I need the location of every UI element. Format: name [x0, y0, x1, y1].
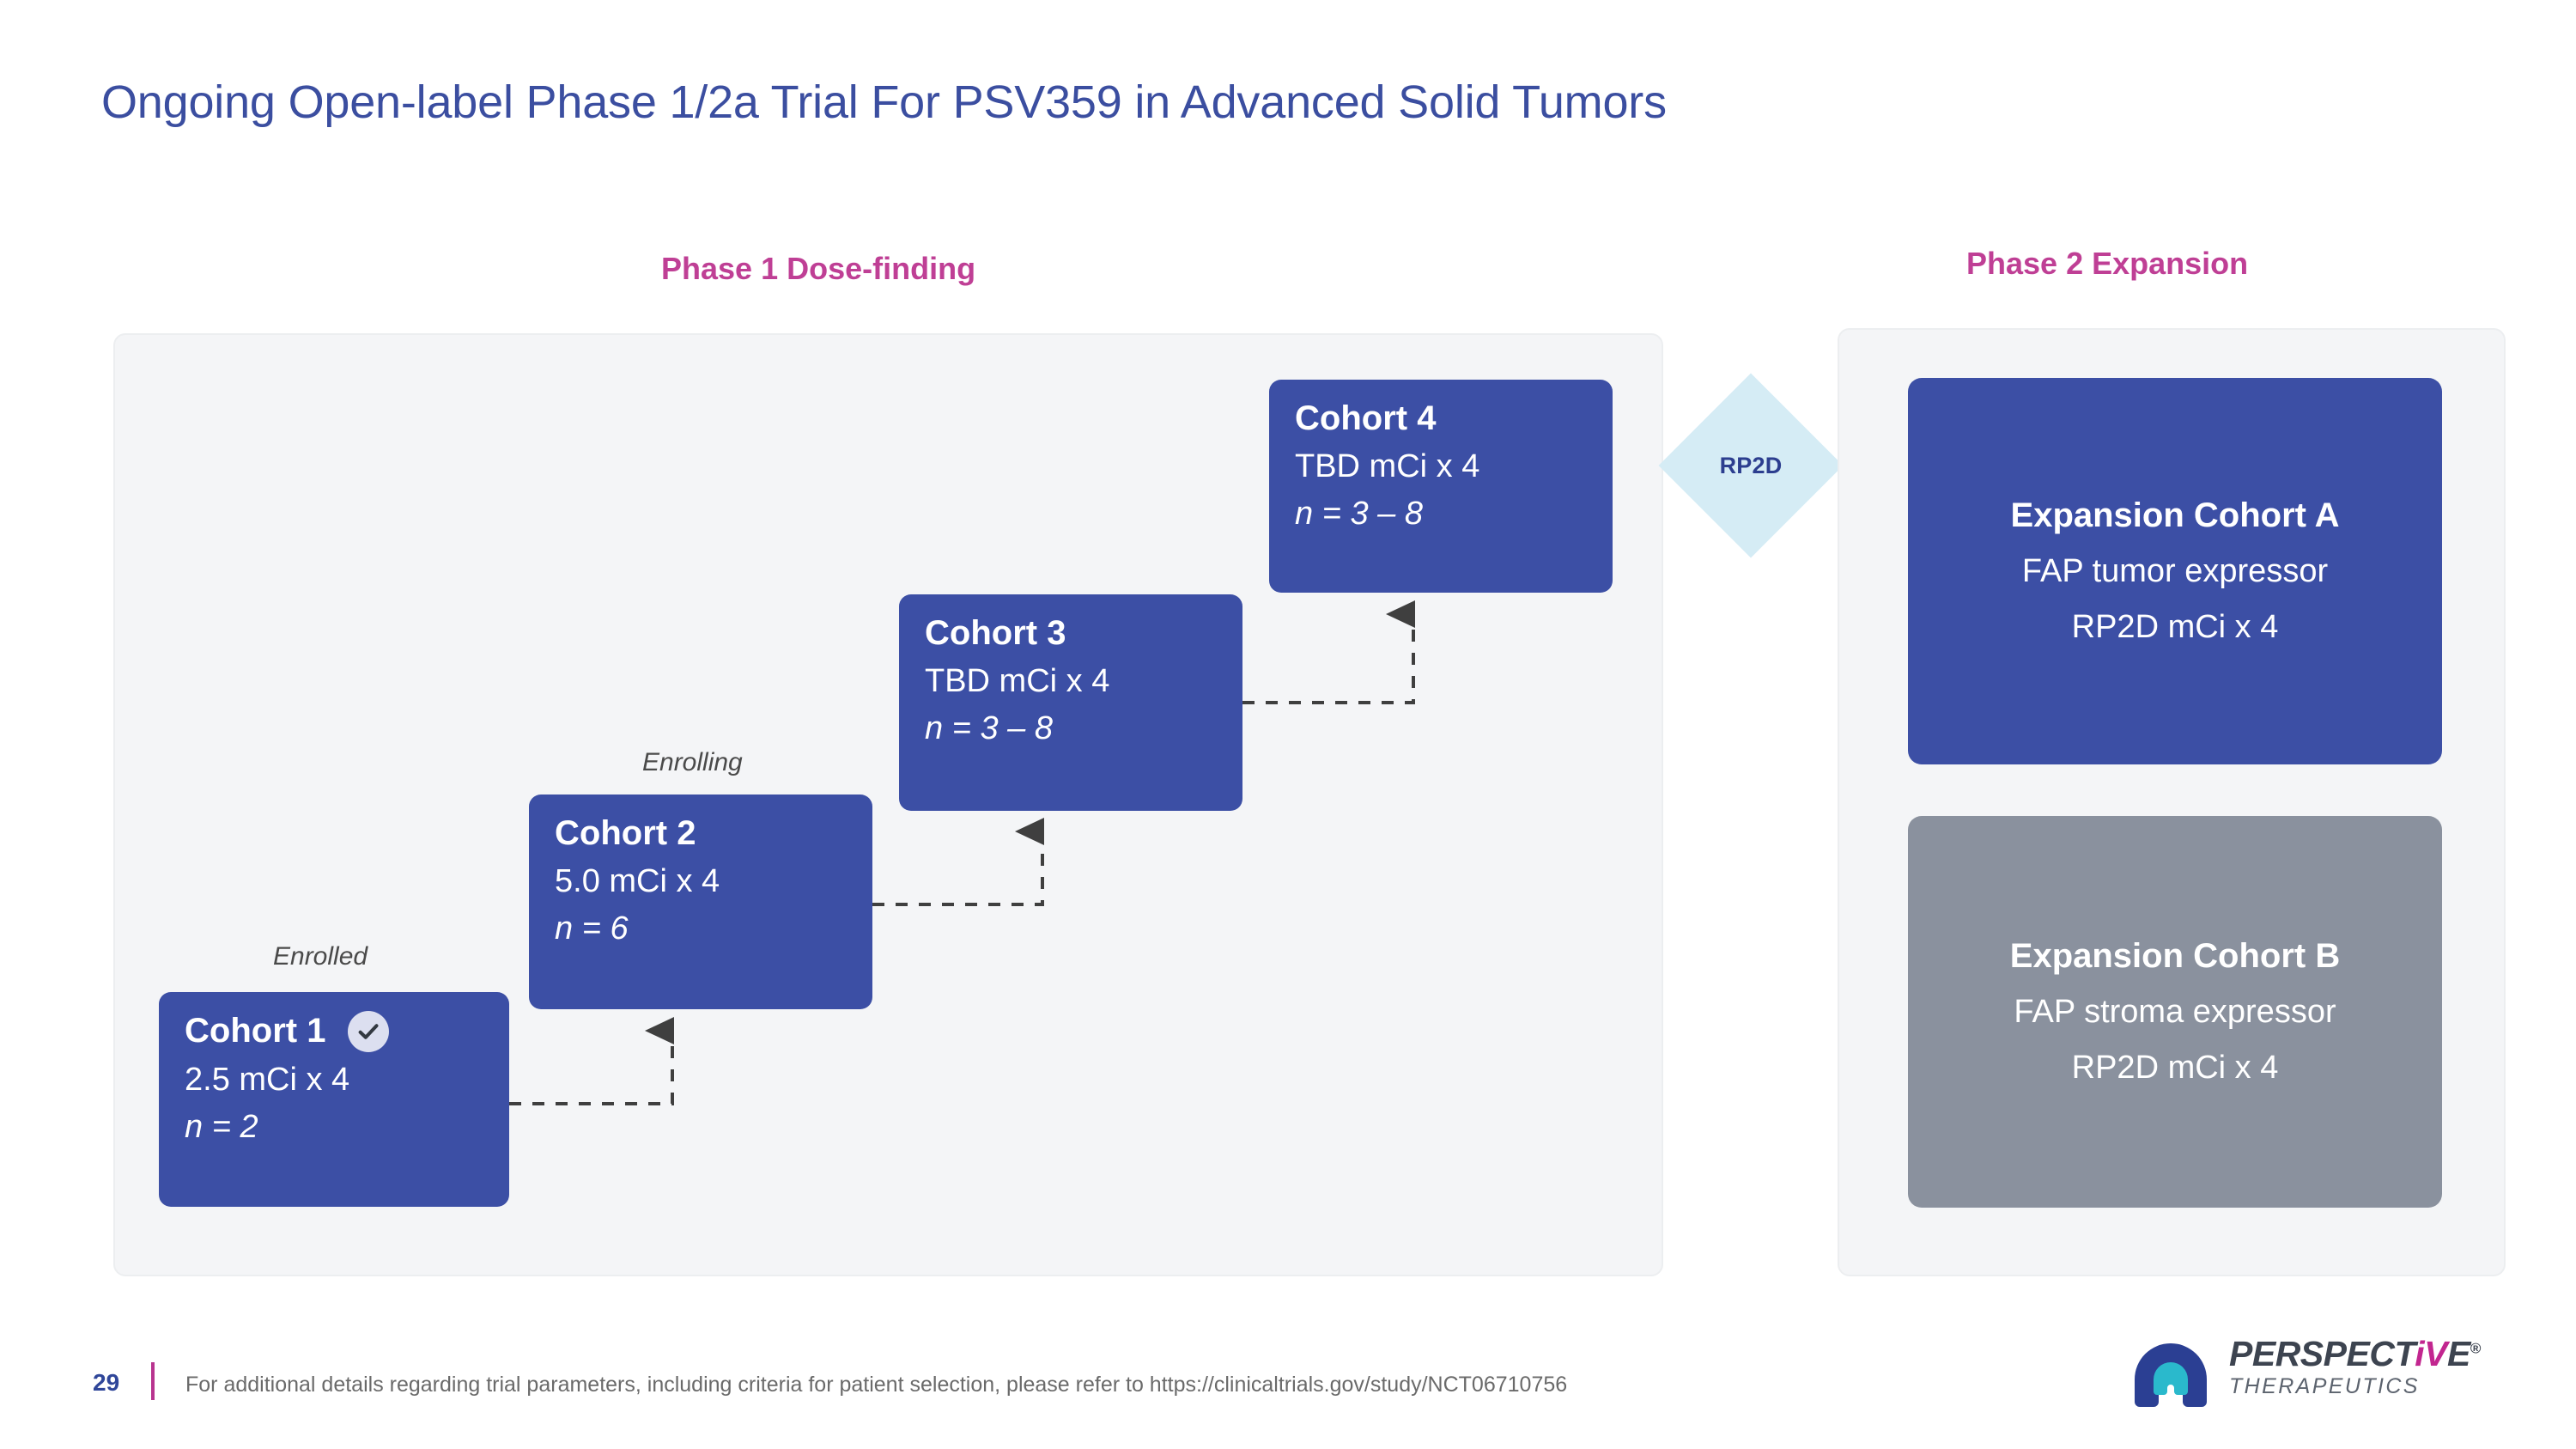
cohort-4-title: Cohort 4	[1295, 399, 1437, 437]
cohort-box-2[interactable]: Cohort 2 5.0 mCi x 4 n = 6	[529, 795, 872, 1009]
cohort-box-1[interactable]: Cohort 1 2.5 mCi x 4 n = 2	[159, 992, 509, 1207]
status-label-cohort-2: Enrolling	[642, 748, 743, 776]
cohort-1-title: Cohort 1	[185, 1012, 326, 1050]
page-title: Ongoing Open-label Phase 1/2a Trial For …	[101, 76, 1667, 128]
rp2d-gate-diamond: RP2D	[1658, 373, 1844, 558]
logo-name-part2: E	[2447, 1334, 2470, 1373]
expansion-a-title: Expansion Cohort A	[2010, 496, 2340, 534]
logo-name-part1: PERSPECT	[2229, 1334, 2415, 1373]
expansion-b-title: Expansion Cohort B	[2009, 936, 2341, 975]
check-circle-icon	[348, 1011, 390, 1052]
expansion-b-line-1: FAP stroma expressor	[2014, 993, 2336, 1030]
cohort-box-4[interactable]: Cohort 4 TBD mCi x 4 n = 3 – 8	[1269, 380, 1613, 593]
perspective-logo-mark	[2135, 1343, 2207, 1407]
page-number: 29	[93, 1369, 120, 1396]
cohort-box-3[interactable]: Cohort 3 TBD mCi x 4 n = 3 – 8	[899, 594, 1242, 811]
cohort-3-dose: TBD mCi x 4	[925, 663, 1110, 700]
registered-trademark-icon: ®	[2470, 1340, 2482, 1357]
cohort-4-dose: TBD mCi x 4	[1295, 448, 1480, 485]
footer-divider	[151, 1362, 155, 1400]
cohort-1-dose: 2.5 mCi x 4	[185, 1062, 350, 1098]
rp2d-label: RP2D	[1719, 452, 1783, 478]
logo-wordmark: PERSPECTiVE® THERAPEUTICS	[2229, 1336, 2481, 1399]
cohort-2-dose: 5.0 mCi x 4	[555, 863, 720, 900]
phase-2-header: Phase 2 Expansion	[1966, 246, 2249, 281]
company-logo: PERSPECTiVE® THERAPEUTICS	[2128, 1336, 2506, 1422]
logo-subtitle: THERAPEUTICS	[2229, 1373, 2420, 1398]
cohort-4-sample-size: n = 3 – 8	[1295, 495, 1423, 532]
cohort-3-title: Cohort 3	[925, 614, 1066, 652]
status-label-cohort-1: Enrolled	[273, 942, 368, 971]
logo-name-accent: iV	[2415, 1334, 2448, 1373]
cohort-2-title: Cohort 2	[555, 814, 696, 852]
expansion-cohort-b-box[interactable]: Expansion Cohort B FAP stroma expressor …	[1908, 816, 2442, 1208]
logo-company-name: PERSPECTiVE®	[2229, 1336, 2481, 1373]
footer-note: For additional details regarding trial p…	[185, 1373, 1568, 1397]
cohort-3-sample-size: n = 3 – 8	[925, 709, 1053, 746]
expansion-cohort-a-box[interactable]: Expansion Cohort A FAP tumor expressor R…	[1908, 378, 2442, 764]
expansion-a-line-2: RP2D mCi x 4	[2071, 609, 2279, 645]
expansion-a-line-1: FAP tumor expressor	[2021, 552, 2329, 589]
phase-1-header: Phase 1 Dose-finding	[661, 251, 976, 286]
expansion-b-line-2: RP2D mCi x 4	[2071, 1050, 2279, 1086]
cohort-1-sample-size: n = 2	[185, 1108, 258, 1145]
cohort-2-sample-size: n = 6	[555, 910, 629, 947]
